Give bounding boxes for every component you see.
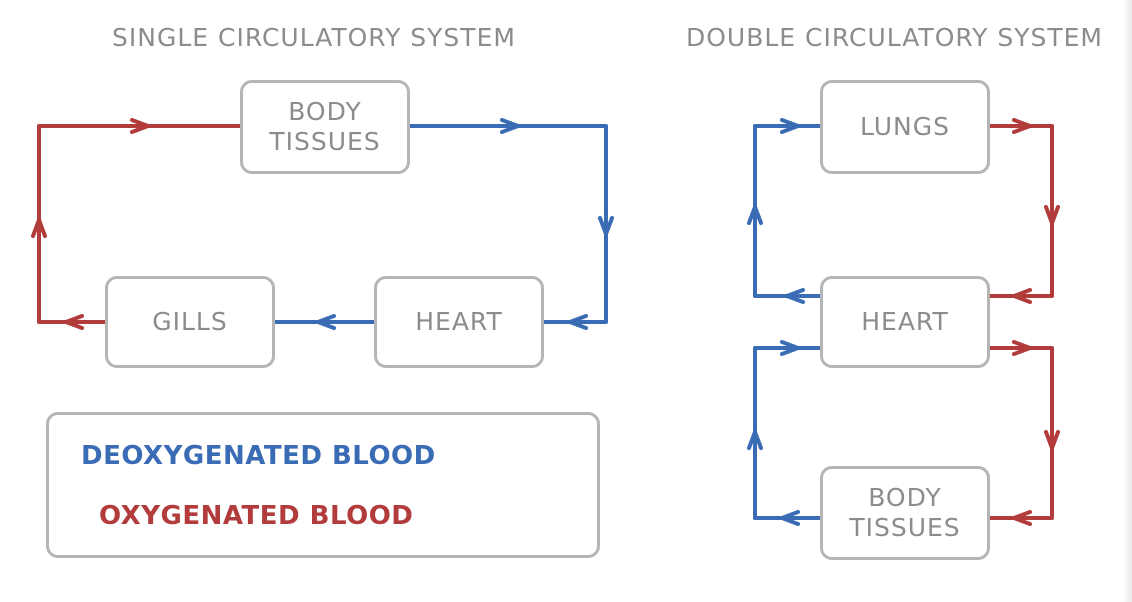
double-lungs-label: LUNGS — [860, 112, 950, 141]
single-body-tissues-box: BODY TISSUES — [240, 80, 410, 174]
legend-oxygenated-label: OXYGENATED BLOOD — [99, 501, 414, 531]
double-arrow-icon — [780, 118, 800, 134]
single-system-title: SINGLE CIRCULATORY SYSTEM — [112, 23, 516, 52]
double-arrow-icon — [1012, 510, 1032, 526]
single-arrow-icon — [598, 216, 614, 236]
single-gills-label: GILLS — [152, 307, 228, 336]
double-arrow-icon — [747, 205, 763, 225]
single-body-tissues-label: BODY TISSUES — [269, 97, 381, 156]
double-heart-label: HEART — [861, 307, 949, 336]
single-arrow-icon — [31, 218, 47, 238]
double-arrow-icon — [780, 340, 800, 356]
single-heart-label: HEART — [415, 307, 503, 336]
single-arrow-icon — [568, 314, 588, 330]
double-arrow-icon — [747, 430, 763, 450]
double-pulmonary-deoxy-line — [753, 124, 822, 298]
double-systemic-oxy-line — [988, 346, 1054, 520]
double-arrow-icon — [785, 288, 805, 304]
single-arrow-icon — [130, 118, 150, 134]
single-gills-box: GILLS — [105, 276, 275, 368]
single-arrow-icon — [316, 314, 336, 330]
double-arrow-icon — [1012, 288, 1032, 304]
double-lungs-box: LUNGS — [820, 80, 990, 174]
double-arrow-icon — [1044, 430, 1060, 450]
double-body-tissues-label: BODY TISSUES — [849, 483, 961, 542]
double-pulmonary-oxy-line — [988, 124, 1054, 298]
double-heart-box: HEART — [820, 276, 990, 368]
legend-box: DEOXYGENATED BLOOD OXYGENATED BLOOD — [46, 412, 600, 558]
double-arrow-icon — [1044, 205, 1060, 225]
double-system-title: DOUBLE CIRCULATORY SYSTEM — [686, 23, 1104, 52]
page-edge-shadow — [1122, 0, 1132, 602]
single-arrow-icon — [500, 118, 520, 134]
double-systemic-deoxy-line — [753, 346, 822, 520]
double-body-tissues-box: BODY TISSUES — [820, 466, 990, 560]
double-arrow-icon — [780, 510, 800, 526]
single-heart-box: HEART — [374, 276, 544, 368]
double-arrow-icon — [1012, 118, 1032, 134]
legend-deoxygenated-label: DEOXYGENATED BLOOD — [81, 441, 436, 471]
double-arrow-icon — [1012, 340, 1032, 356]
single-arrow-icon — [64, 314, 84, 330]
